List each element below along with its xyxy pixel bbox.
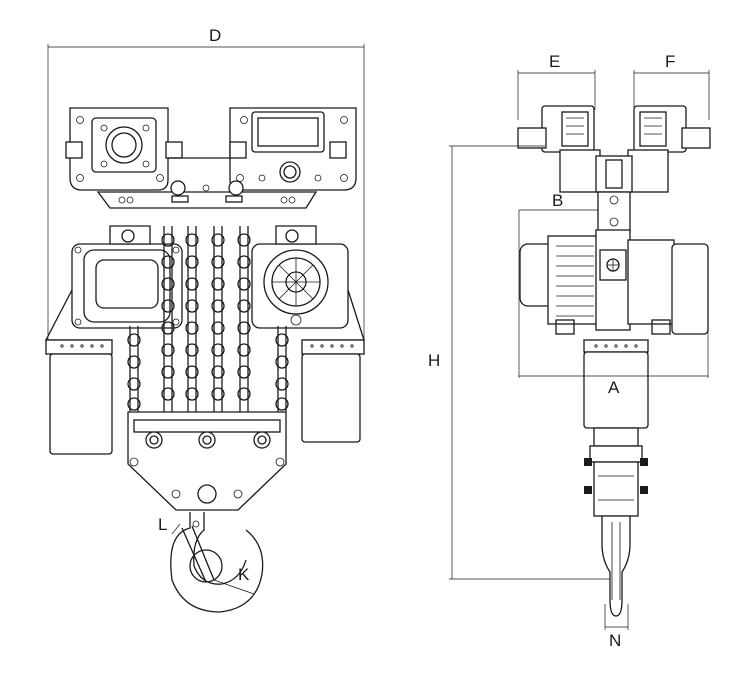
- dimension-h: H: [428, 145, 612, 580]
- bottom-block: [127, 411, 287, 511]
- suspension-bracket: [96, 180, 318, 209]
- chain-bag-right: [301, 289, 365, 443]
- bottom-block-side: [584, 427, 648, 517]
- trolley-left: [65, 107, 183, 191]
- dimension-e: E: [517, 52, 596, 120]
- label-n: N: [609, 631, 621, 650]
- dimension-f: F: [633, 52, 710, 120]
- load-chains: [127, 226, 289, 412]
- load-chain-5: [127, 326, 141, 412]
- hoist-body-left: [71, 225, 183, 329]
- label-f: F: [665, 52, 675, 71]
- label-k: K: [238, 565, 250, 584]
- suspension-link-side: [597, 191, 631, 233]
- load-chain-6: [275, 326, 289, 412]
- label-b: B: [552, 191, 563, 210]
- hoist-body-side: [519, 229, 709, 335]
- hoist-body-right: [251, 225, 349, 329]
- hook-side: [601, 515, 631, 617]
- hook: L K: [158, 512, 264, 613]
- dimension-d: D: [47, 26, 365, 340]
- label-a: A: [608, 378, 620, 397]
- trolley-side: [517, 105, 711, 193]
- load-chain-2: [185, 226, 199, 412]
- dimension-n: N: [604, 604, 629, 650]
- dimension-b: B: [518, 191, 598, 378]
- dimension-a: A: [519, 330, 709, 397]
- label-h: H: [428, 351, 440, 370]
- label-l: L: [158, 515, 167, 534]
- load-chain-3: [211, 226, 225, 412]
- side-view: E F: [428, 52, 711, 650]
- chain-bag-side: [583, 339, 649, 429]
- load-chain-1: [161, 226, 175, 412]
- trolley-right: [229, 107, 357, 191]
- front-view: D: [44, 26, 365, 613]
- label-e: E: [549, 52, 560, 71]
- label-d: D: [209, 26, 221, 45]
- load-chain-4: [237, 226, 251, 412]
- chain-bag-left: [44, 289, 113, 455]
